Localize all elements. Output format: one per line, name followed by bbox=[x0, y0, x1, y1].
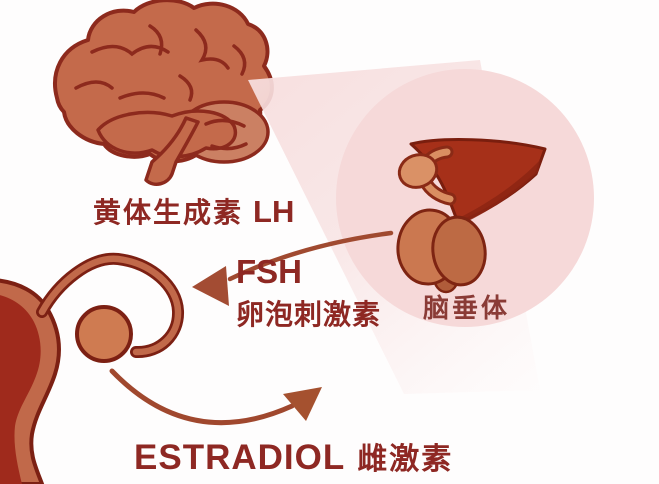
lh-hormone-label: 黄体生成素 LH bbox=[93, 191, 294, 231]
brain-icon bbox=[53, 0, 274, 186]
uterus-ovary-icon bbox=[0, 252, 184, 484]
lh-label-en: LH bbox=[253, 194, 295, 229]
pituitary-gland-icon bbox=[396, 138, 547, 294]
estradiol-hormone-label: ESTRADIOL 雌激素 bbox=[134, 434, 453, 478]
pituitary-label: 脑垂体 bbox=[423, 293, 511, 323]
estradiol-label-zh: 雌激素 bbox=[357, 443, 454, 476]
fsh-label-zh: 卵泡刺激素 bbox=[236, 298, 382, 330]
lh-label-zh: 黄体生成素 bbox=[93, 197, 244, 228]
arrow-estradiol-icon bbox=[109, 368, 322, 426]
ovary-icon bbox=[75, 305, 133, 363]
estradiol-label-en: ESTRADIOL bbox=[134, 438, 346, 477]
arrow-lh-fsh-icon bbox=[192, 230, 394, 306]
fsh-label-en: FSH bbox=[236, 253, 302, 290]
fsh-hormone-label: FSH 卵泡刺激素 bbox=[236, 253, 382, 333]
